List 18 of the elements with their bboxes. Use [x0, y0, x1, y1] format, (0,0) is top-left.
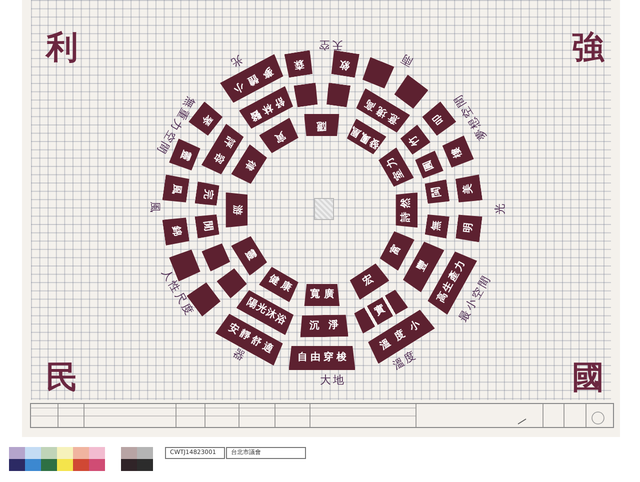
- word-tile: 沉淨: [300, 314, 348, 338]
- corner-character: 民: [46, 361, 78, 393]
- ring-caption: 風: [150, 202, 160, 214]
- ring-caption: 雨: [398, 52, 414, 68]
- word-tile: 詩然: [396, 192, 418, 228]
- corner-character: 強: [572, 31, 604, 63]
- word-tile: 寬廣: [304, 284, 340, 306]
- word-tile: 游: [226, 192, 248, 228]
- word-tile: 自由穿梭: [288, 346, 356, 370]
- ring-caption: 器: [232, 346, 248, 364]
- ring-caption: 光: [228, 54, 244, 70]
- ring-caption: 人性尺度: [160, 268, 196, 318]
- word-tile: 隱: [304, 114, 340, 136]
- corner-character: 利: [46, 31, 78, 63]
- ring-caption: 天空: [317, 40, 343, 50]
- ring-caption: 光: [494, 202, 506, 214]
- ring-caption: 大地: [320, 374, 346, 386]
- corner-character: 國: [572, 361, 604, 393]
